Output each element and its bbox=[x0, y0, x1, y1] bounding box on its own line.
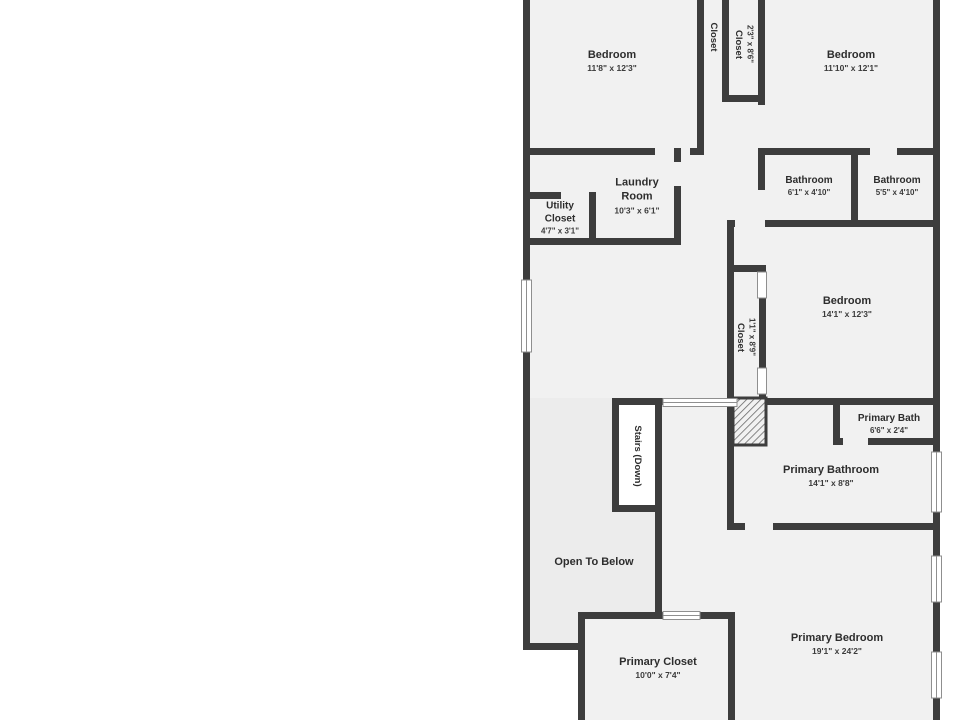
hatched-shaft bbox=[731, 396, 768, 447]
stairwell-area bbox=[619, 405, 655, 505]
room-fills bbox=[523, 0, 940, 720]
windows bbox=[521, 271, 942, 699]
walls bbox=[523, 0, 940, 720]
